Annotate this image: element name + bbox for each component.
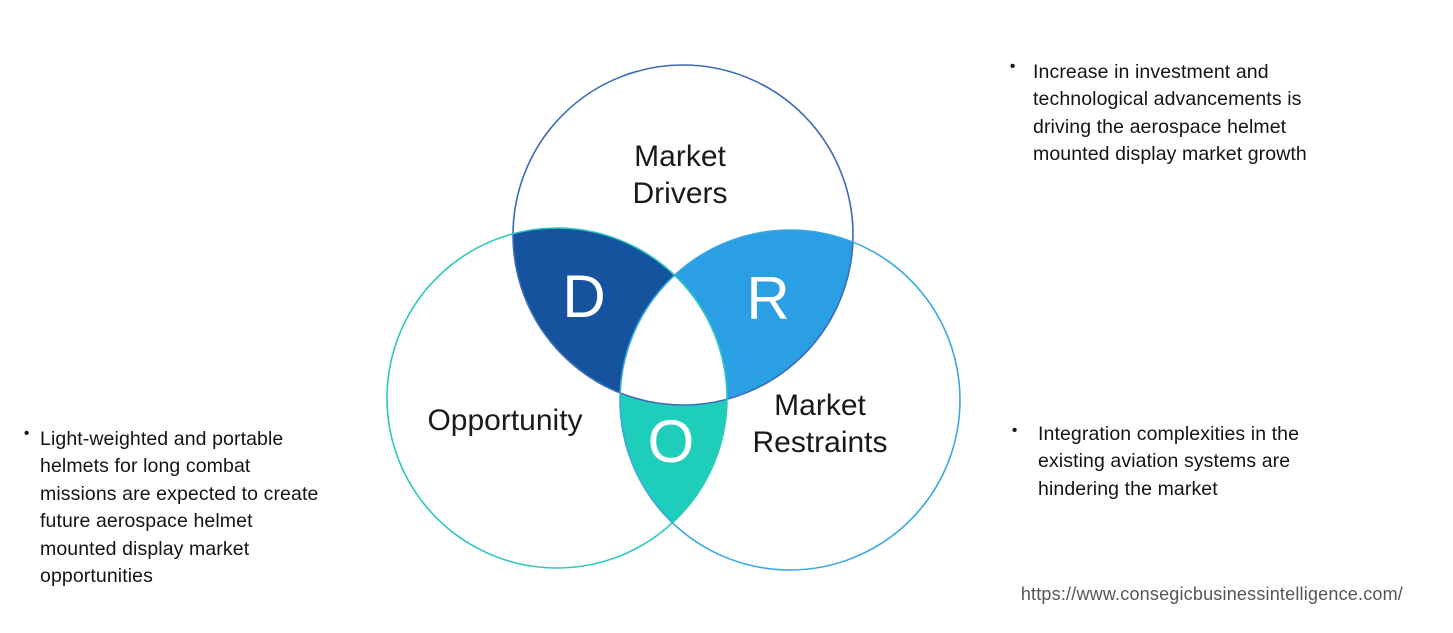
label-market-restraints-line2: Restraints xyxy=(752,426,887,459)
annotation-opportunity-line: Light-weighted and portable xyxy=(40,428,284,450)
bullet-icon: • xyxy=(1010,58,1016,75)
annotation-restraints-line: existing aviation systems are xyxy=(1038,450,1291,473)
annotation-restraints: Integration complexities in the existing… xyxy=(1038,421,1388,503)
annotation-opportunity-line: opportunities xyxy=(40,565,153,588)
label-market-restraints-line1: Market xyxy=(774,389,866,422)
annotation-opportunity-line: future aerospace helmet xyxy=(40,510,253,533)
letter-o: O xyxy=(648,408,695,475)
circle-market-restraints xyxy=(619,229,961,571)
annotation-opportunity-line: missions are expected to create xyxy=(40,482,319,505)
letter-d: D xyxy=(562,263,605,330)
bullet-icon: • xyxy=(24,425,30,442)
annotation-drivers-line: driving the aerospace helmet xyxy=(1033,115,1287,138)
circle-opportunity xyxy=(386,227,728,569)
annotation-drivers-line: Increase in investment and xyxy=(1033,61,1269,83)
label-market-drivers-line1: Market xyxy=(634,140,726,173)
bullet-icon: • xyxy=(1012,422,1018,439)
annotation-opportunity-line: mounted display market xyxy=(40,537,250,560)
annotation-restraints-line: hindering the market xyxy=(1038,477,1218,500)
annotation-drivers-line: mounted display market growth xyxy=(1033,143,1307,166)
annotation-restraints-line: Integration complexities in the xyxy=(1038,423,1300,445)
annotation-drivers-line: technological advancements is xyxy=(1033,88,1302,111)
circle-market-drivers xyxy=(512,64,854,406)
source-url: https://www.consegicbusinessintelligence… xyxy=(1020,584,1403,604)
annotation-drivers: Increase in investment and technological… xyxy=(1033,59,1393,169)
label-opportunity: Opportunity xyxy=(427,404,582,437)
letter-r: R xyxy=(746,265,789,332)
annotation-opportunity-line: helmets for long combat xyxy=(40,455,251,478)
annotation-opportunity: Light-weighted and portable helmets for … xyxy=(40,426,400,590)
label-market-drivers-line2: Drivers xyxy=(633,177,728,210)
